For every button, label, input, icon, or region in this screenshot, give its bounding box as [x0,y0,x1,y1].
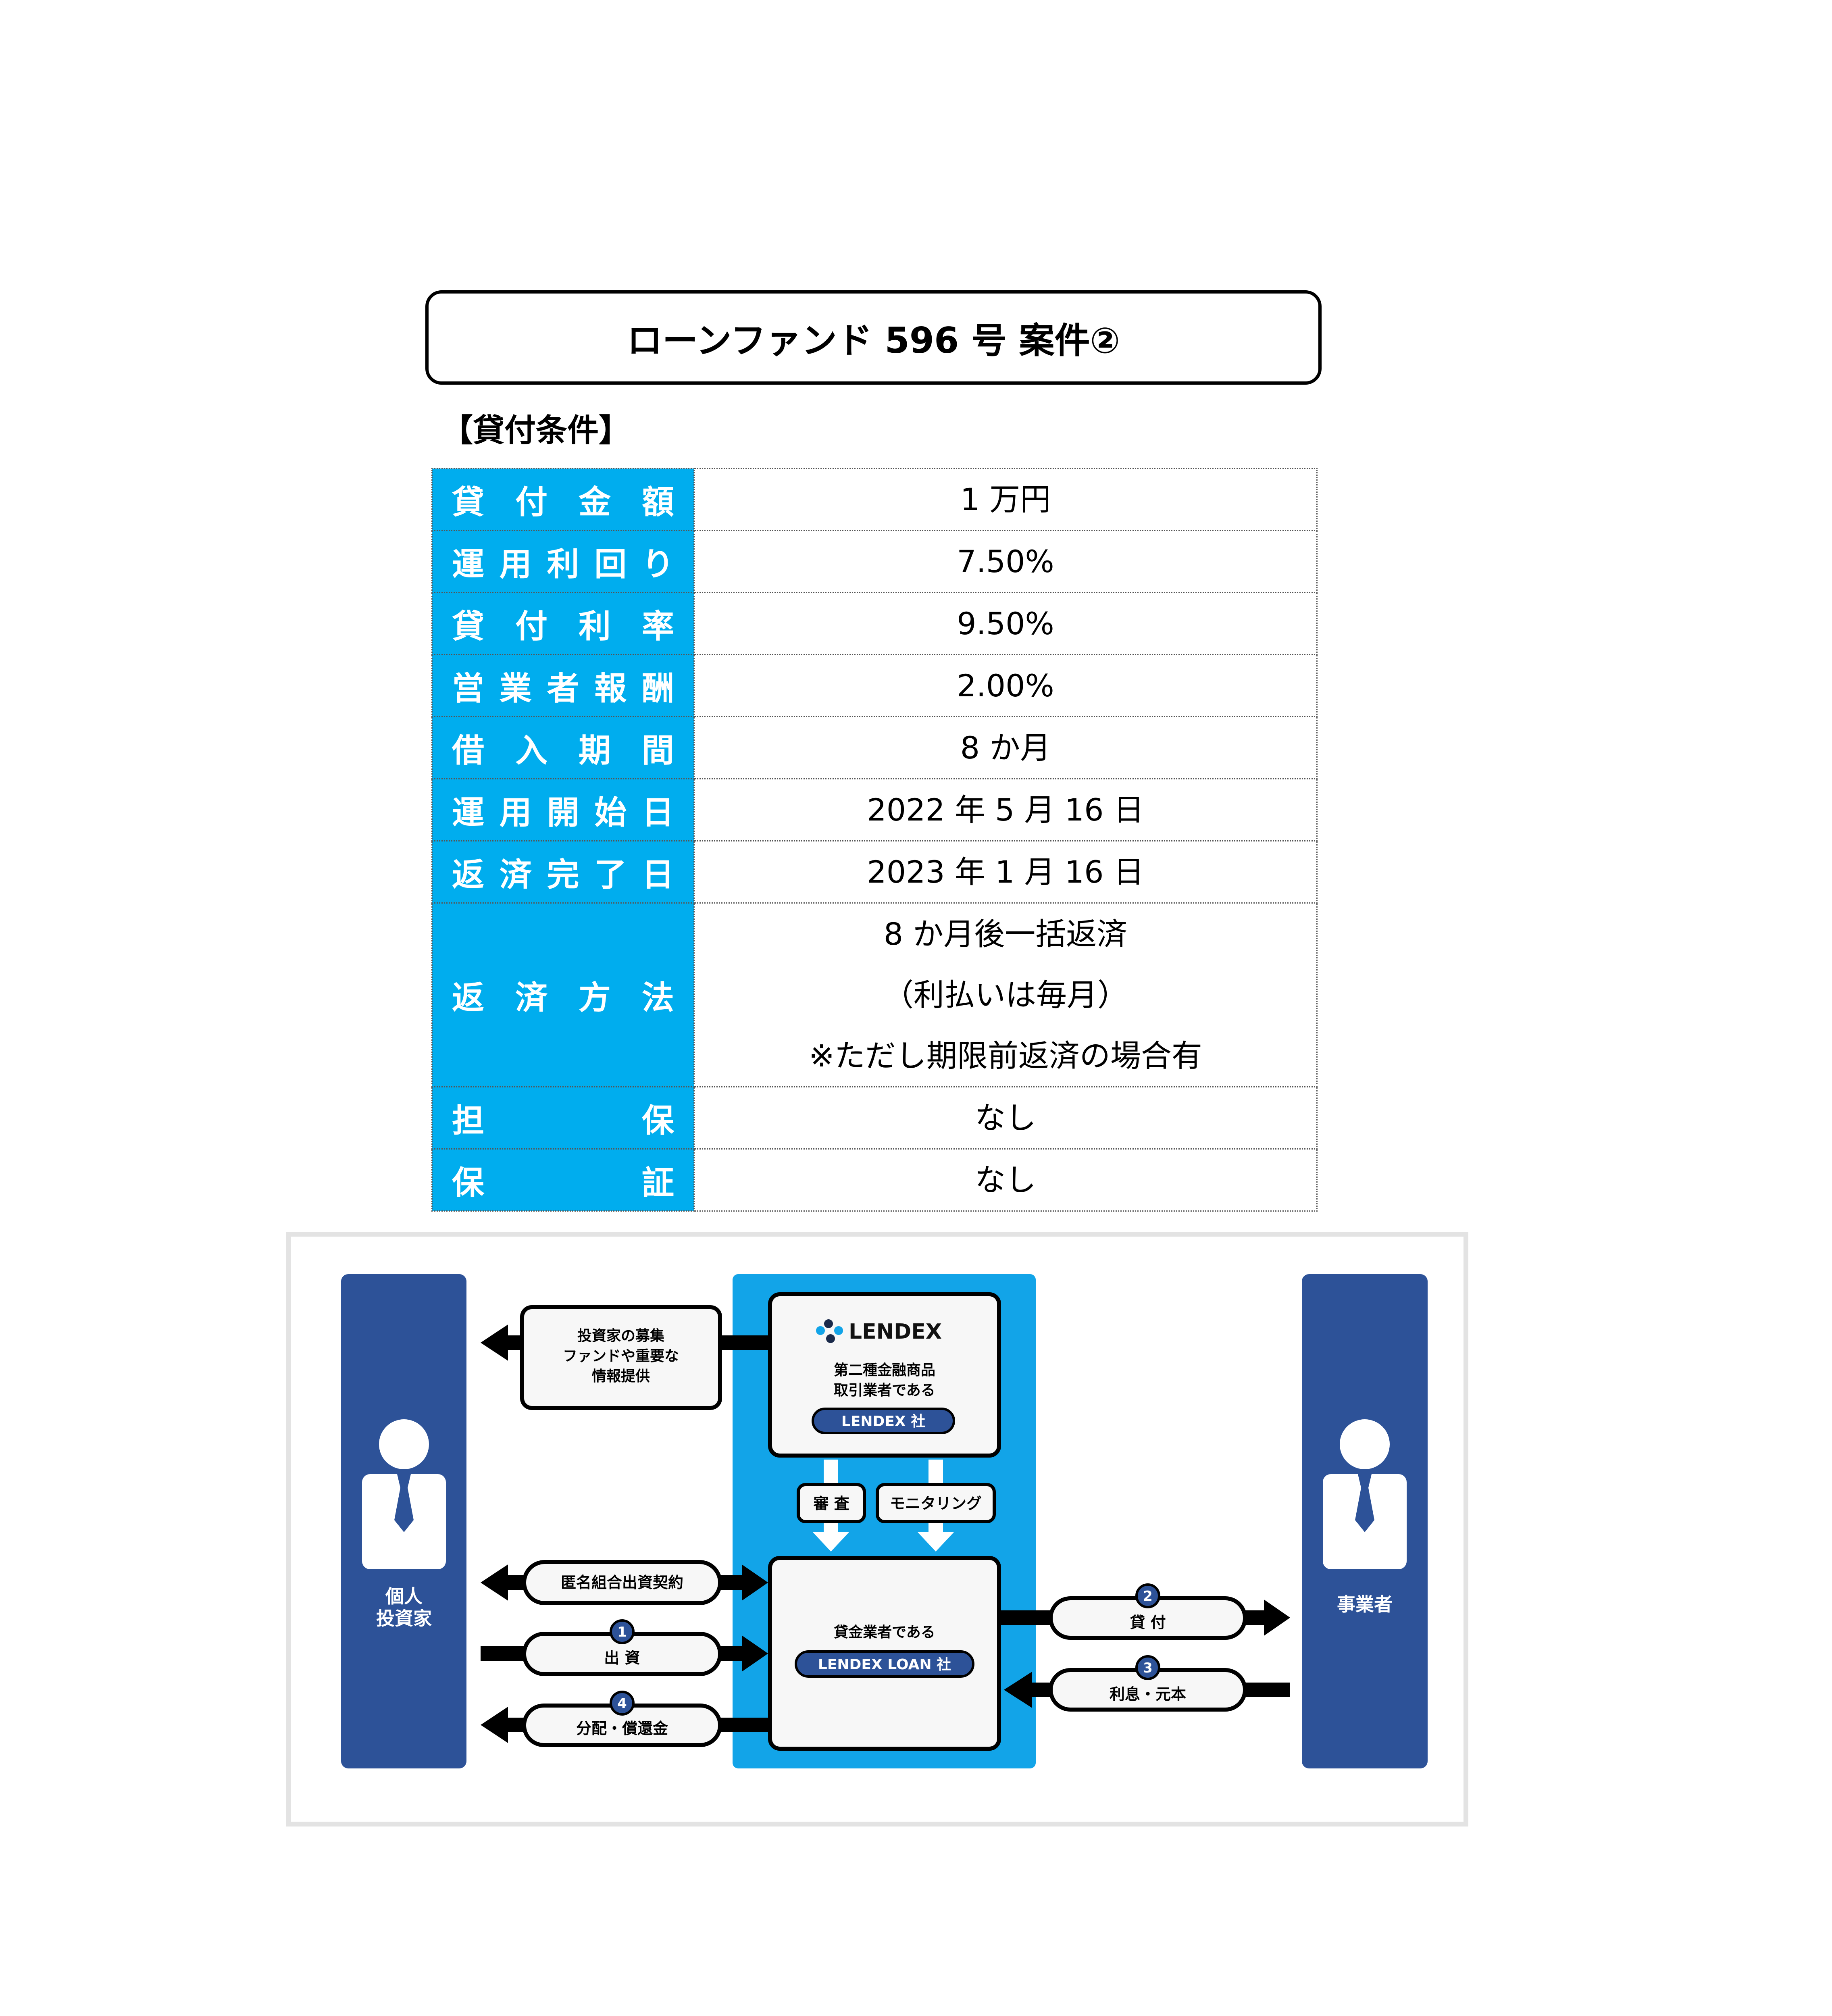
scheme-diagram-graphics: 個人 投資家 事業者 LENDEX 第二種金融商品 取引業者である LENDEX… [341,1274,1428,1768]
terms-row: 貸付金額 1 万円 [431,468,1318,531]
terms-label: 保証 [431,1148,695,1212]
distribution-label: 分配・償還金 [576,1720,668,1737]
terms-value: 9.50% [693,592,1318,655]
info-box [520,1305,722,1410]
lendex-logo-text: LENDEX [849,1320,942,1344]
repayment-arrow-left [1004,1672,1051,1708]
terms-value-line: なし [975,1100,1036,1136]
lendex-desc-1: 第二種金融商品 [834,1362,935,1379]
terms-value-line: なし [975,1162,1036,1198]
terms-value-line: 8 か月 [960,730,1051,766]
terms-value: 2022 年 5 月 16 日 [693,778,1318,841]
contract-arrow-right [720,1564,768,1601]
business-person-icon [1323,1419,1407,1569]
terms-label: 返済完了日 [431,840,695,904]
step-2-number: 2 [1143,1588,1153,1604]
terms-value: 8 か月後一括返済 （利払いは毎月） ※ただし期限前返済の場合有 [693,902,1318,1087]
terms-value-line: 2023 年 1 月 16 日 [867,854,1144,890]
terms-value: なし [693,1086,1318,1150]
step-4-number: 4 [617,1695,627,1712]
info-text-3: 情報提供 [592,1368,650,1385]
invest-arrow-right [720,1635,768,1672]
step-1-badge [610,1619,635,1644]
review-box [797,1483,866,1523]
lendex-badge [812,1408,955,1434]
terms-value: 2.00% [693,654,1318,717]
terms-label: 運用利回り [431,530,695,593]
lendex-loan-badge [795,1650,974,1678]
repayment-label: 利息・元本 [1110,1685,1186,1703]
terms-label: 運用開始日 [431,778,695,841]
terms-row: 返済方法 8 か月後一括返済 （利払いは毎月） ※ただし期限前返済の場合有 [431,902,1318,1087]
lendex-logo-icon [816,1319,843,1343]
scheme-diagram [286,1232,1468,1826]
terms-row: 保証 なし [431,1148,1318,1212]
step-2-badge [1135,1583,1160,1608]
review-label: 審 査 [813,1495,849,1512]
investor-label-1: 個人 [385,1585,423,1607]
business-label: 事業者 [1337,1593,1393,1615]
terms-value: なし [693,1148,1318,1212]
info-arrow-left [481,1325,521,1361]
terms-value: 8 か月 [693,716,1318,779]
loan-arrow-right [1245,1599,1290,1636]
step-4-badge [610,1691,635,1716]
contract-arrow-left [481,1564,524,1601]
terms-label: 貸付利率 [431,592,695,655]
terms-value-line: 2.00% [957,668,1054,704]
terms-value-line: ※ただし期限前返済の場合有 [809,1038,1202,1074]
investor-label-2: 投資家 [376,1608,432,1629]
step-3-number: 3 [1143,1660,1153,1676]
step-3-badge [1135,1655,1160,1680]
lendex-desc-2: 取引業者である [834,1382,935,1399]
terms-row: 運用開始日 2022 年 5 月 16 日 [431,778,1318,841]
lendex-badge-text: LENDEX 社 [841,1413,925,1430]
terms-value-line: 1 万円 [960,481,1051,517]
arrows [481,1325,1290,1743]
investor-person-icon [362,1419,446,1569]
contract-label: 匿名組合出資契約 [561,1574,683,1591]
loan-label: 貸 付 [1130,1614,1166,1631]
section-heading: 【貸付条件】 [441,412,631,449]
lendex-loan-badge-text: LENDEX LOAN 社 [818,1656,951,1673]
loan-desc: 貸金業者である [834,1624,935,1641]
terms-value-line: 8 か月後一括返済 [883,916,1128,952]
terms-row: 借入期間 8 か月 [431,716,1318,779]
terms-value-line: 7.50% [957,544,1054,579]
terms-row: 営業者報酬 2.00% [431,654,1318,717]
info-text-1: 投資家の募集 [577,1328,664,1344]
terms-label: 担保 [431,1086,695,1150]
terms-label: 借入期間 [431,716,695,779]
contract-pill [522,1560,722,1605]
terms-label: 返済方法 [431,902,695,1087]
terms-row: 担保 なし [431,1086,1318,1150]
step-1-number: 1 [617,1624,627,1640]
terms-value: 1 万円 [693,468,1318,531]
monitoring-box [876,1483,996,1523]
terms-row: 運用利回り 7.50% [431,530,1318,593]
distribution-arrow-left [481,1707,524,1743]
terms-value-line: 9.50% [957,606,1054,641]
info-text-2: ファンドや重要な [563,1348,679,1364]
fund-title: ローンファンド 596 号 案件② [425,290,1322,385]
terms-value-line: 2022 年 5 月 16 日 [867,792,1144,828]
terms-value: 7.50% [693,530,1318,593]
loan-terms-table: 貸付金額 1 万円運用利回り 7.50% 貸付利率 9.50% 営業者報酬 2.00% 借入期… [431,468,1318,1212]
terms-label: 営業者報酬 [431,654,695,717]
invest-label: 出 資 [604,1649,640,1667]
terms-label: 貸付金額 [431,468,695,531]
terms-value: 2023 年 1 月 16 日 [693,840,1318,904]
monitoring-label: モニタリング [890,1495,982,1512]
terms-row: 貸付利率 9.50% [431,592,1318,655]
terms-value-line: （利払いは毎月） [883,977,1128,1013]
terms-row: 返済完了日 2023 年 1 月 16 日 [431,840,1318,904]
